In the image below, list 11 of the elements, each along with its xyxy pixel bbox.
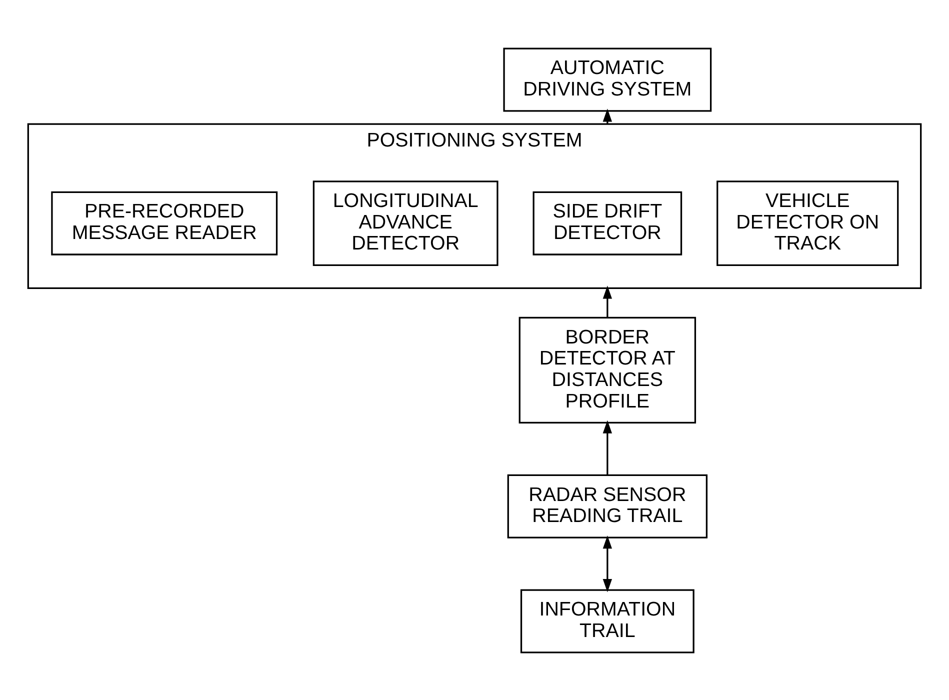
node-box: SIDE DRIFT DETECTOR — [532, 190, 682, 255]
node-box: RADAR SENSOR READING TRAIL — [507, 474, 708, 538]
arrow — [602, 535, 612, 592]
node-box: BORDER DETECTOR AT DISTANCES PROFILE — [518, 316, 696, 424]
arrow — [602, 420, 612, 474]
node-box: INFORMATION TRAIL — [520, 588, 694, 653]
node-box: AUTOMATIC DRIVING SYSTEM — [503, 47, 712, 112]
node-box: LONGITUDINAL ADVANCE DETECTOR — [312, 180, 498, 266]
node-box: VEHICLE DETECTOR ON TRACK — [716, 180, 899, 266]
arrow — [602, 285, 612, 318]
node-box: PRE-RECORDED MESSAGE READER — [51, 190, 278, 255]
